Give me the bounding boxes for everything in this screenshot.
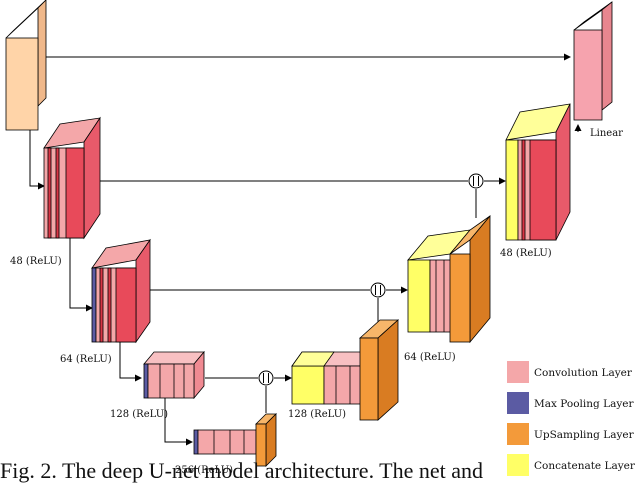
enc1-block — [43, 116, 101, 240]
legend: Convolution Layer Max Pooling Layer UpSa… — [507, 361, 636, 476]
legend-label-max-pooling: Max Pooling Layer — [534, 398, 634, 410]
bottleneck-label: 256 (ReLU) — [175, 465, 233, 476]
legend-label-upsampling: UpSampling Layer — [534, 429, 635, 441]
concat-symbol-2 — [370, 282, 386, 298]
dec2-label: 64 (ReLU) — [404, 352, 456, 363]
input-block — [5, 0, 47, 131]
output-block — [573, 1, 613, 121]
legend-label-convolution: Convolution Layer — [534, 367, 633, 379]
down-arrow-enc1 — [29, 128, 45, 190]
dec1-label: 48 (ReLU) — [500, 248, 552, 259]
down-arrow-bottleneck — [164, 398, 193, 446]
concat-symbol-3 — [258, 370, 274, 386]
legend-swatch-concatenate — [507, 454, 529, 476]
enc3-label: 128 (ReLU) — [110, 409, 168, 420]
down-arrow-enc2 — [69, 238, 93, 312]
concat-symbol-1 — [468, 173, 484, 189]
figure-caption: Fig. 2. The deep U-net model architectur… — [0, 460, 484, 483]
legend-swatch-max-pooling — [507, 392, 529, 414]
enc2-label: 64 (ReLU) — [60, 354, 112, 365]
dec3-label: 128 (ReLU) — [288, 409, 346, 420]
enc3-block — [143, 350, 205, 400]
linear-label: Linear — [590, 128, 623, 139]
down-arrow-enc3 — [119, 342, 142, 382]
bottleneck-block — [193, 413, 277, 467]
legend-swatch-convolution — [507, 361, 529, 383]
dec3-block — [291, 319, 400, 421]
legend-swatch-upsampling — [507, 423, 529, 445]
connections — [29, 53, 582, 446]
legend-label-concatenate: Concatenate Layer — [534, 460, 636, 472]
enc2-block — [91, 238, 151, 344]
concat-symbols — [258, 173, 484, 386]
dec1-block — [505, 103, 571, 241]
dec2-block — [407, 214, 491, 344]
enc1-label: 48 (ReLU) — [10, 256, 62, 267]
